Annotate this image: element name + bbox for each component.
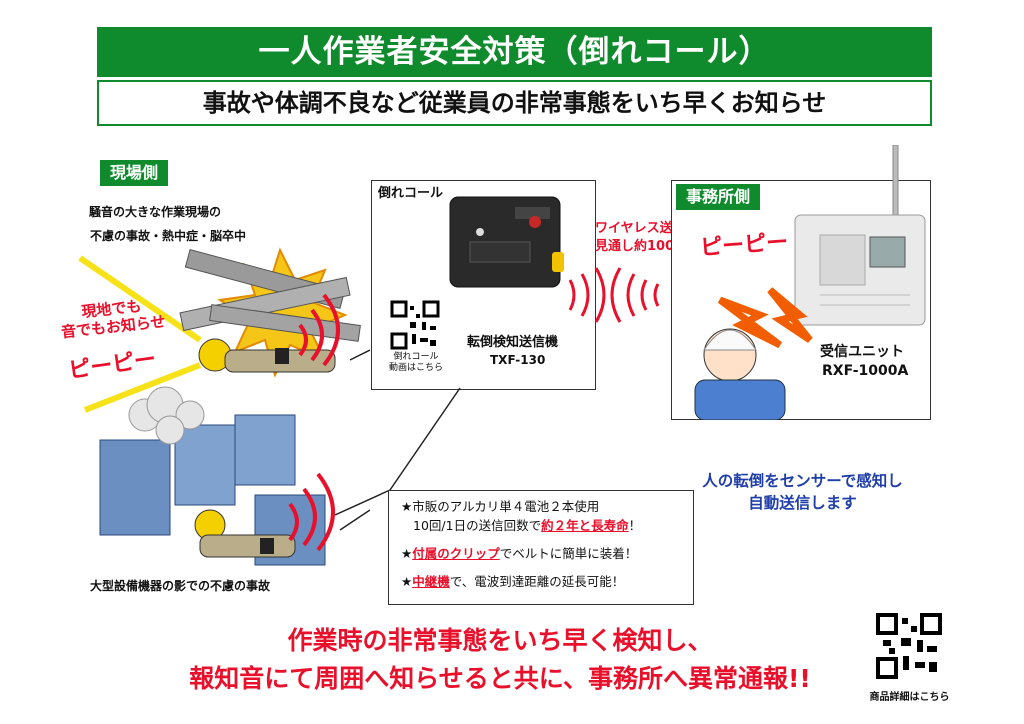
office-beep-text: ピーピー <box>699 229 789 262</box>
feature-clip-pre: ★ <box>401 546 413 561</box>
alert-ray-icon <box>83 362 202 413</box>
fallen-worker-icon <box>199 534 296 558</box>
feature-battery-life: 10回/1日の送信回数で約２年と長寿命！ <box>401 516 681 535</box>
device-video-qr[interactable] <box>390 300 440 350</box>
page-title: 一人作業者安全対策（倒れコール） <box>97 27 932 77</box>
feature-repeater-post: で、電波到達距離の延長可能！ <box>449 574 625 589</box>
features-panel: ★市販のアルカリ単４電池２本使用 10回/1日の送信回数で約２年と長寿命！ ★付… <box>388 490 694 605</box>
product-details-qr[interactable] <box>875 612 943 680</box>
bottom-message-line1: 作業時の非常事態をいち早く検知し、 <box>287 626 713 655</box>
bottom-message-line2: 報知音にて周囲へ知らせると共に、事務所へ異常通報!! <box>189 664 811 693</box>
bottom-message: 作業時の非常事態をいち早く検知し、 報知音にて周囲へ知らせると共に、事務所へ異常… <box>150 622 850 698</box>
device-model: TXF-130 <box>490 353 546 367</box>
lightning-icon <box>717 296 783 349</box>
device-qr-caption-line1: 倒れコール <box>393 352 439 362</box>
feature-repeater: ★中継機で、電波到達距離の延長可能！ <box>401 572 681 591</box>
site-illustration <box>78 247 370 566</box>
office-worker-illustration <box>694 287 813 420</box>
transmitter-icon <box>260 538 274 554</box>
office-worker-icon <box>694 379 786 420</box>
machine-icon <box>234 414 296 486</box>
transmitter-device-icon <box>449 196 564 288</box>
product-qr-caption: 商品詳細はこちら <box>869 692 950 703</box>
feature-battery-life-highlight: 約２年と長寿命 <box>541 518 629 533</box>
page-subtitle: 事故や体調不良など従業員の非常事態をいち早くお知らせ <box>97 80 932 126</box>
lightning-icon <box>767 287 813 343</box>
device-panel-title: 倒れコール <box>378 186 444 201</box>
transmitter-icon <box>275 348 289 364</box>
alert-ray-icon <box>78 255 202 343</box>
machine-icon <box>174 424 236 506</box>
site-side-tag: 現場側 <box>100 160 169 186</box>
pointer-line <box>334 387 461 516</box>
office-message-line2: 自動送信します <box>748 494 857 512</box>
feature-battery: ★市販のアルカリ単４電池２本使用 <box>401 499 600 514</box>
feature-battery-life-post: ！ <box>628 518 642 533</box>
wireless-label: ワイヤレス送信 見通し約100m <box>595 220 688 256</box>
office-side-tag: 事務所側 <box>676 184 761 210</box>
receiver-name: 受信ユニット <box>820 344 904 360</box>
receiver-model: RXF-1000A <box>822 363 909 379</box>
feature-clip: ★付属のクリップでベルトに簡単に装着！ <box>401 544 681 563</box>
device-qr-caption: 倒れコール 動画はこちら <box>386 352 446 374</box>
feature-repeater-pre: ★ <box>401 574 413 589</box>
office-message: 人の転倒をセンサーで感知し 自動送信します <box>670 470 935 514</box>
feature-battery-life-pre: 10回/1日の送信回数で <box>413 518 542 533</box>
feature-repeater-highlight: 中継機 <box>412 574 450 589</box>
site-caption: 大型設備機器の影での不慮の事故 <box>90 579 271 593</box>
office-message-line1: 人の転倒をセンサーで感知し <box>702 472 903 490</box>
device-name: 転倒検知送信機 <box>467 335 559 350</box>
wireless-label-line1: ワイヤレス送信 <box>595 221 686 236</box>
feature-clip-post: でベルトに簡単に装着！ <box>499 546 638 561</box>
wireless-label-line2: 見通し約100m <box>595 239 688 254</box>
machine-icon <box>99 439 171 536</box>
receiver-unit-icon <box>794 145 926 326</box>
site-description-line2: 不慮の事故・熱中症・脳卒中 <box>90 229 247 243</box>
hardhat-icon <box>703 329 757 351</box>
wireless-wave-icon <box>568 267 660 323</box>
device-qr-caption-line2: 動画はこちら <box>388 363 443 373</box>
site-description-line1: 騒音の大きな作業現場の <box>89 205 222 219</box>
feature-clip-highlight: 付属のクリップ <box>412 546 500 561</box>
